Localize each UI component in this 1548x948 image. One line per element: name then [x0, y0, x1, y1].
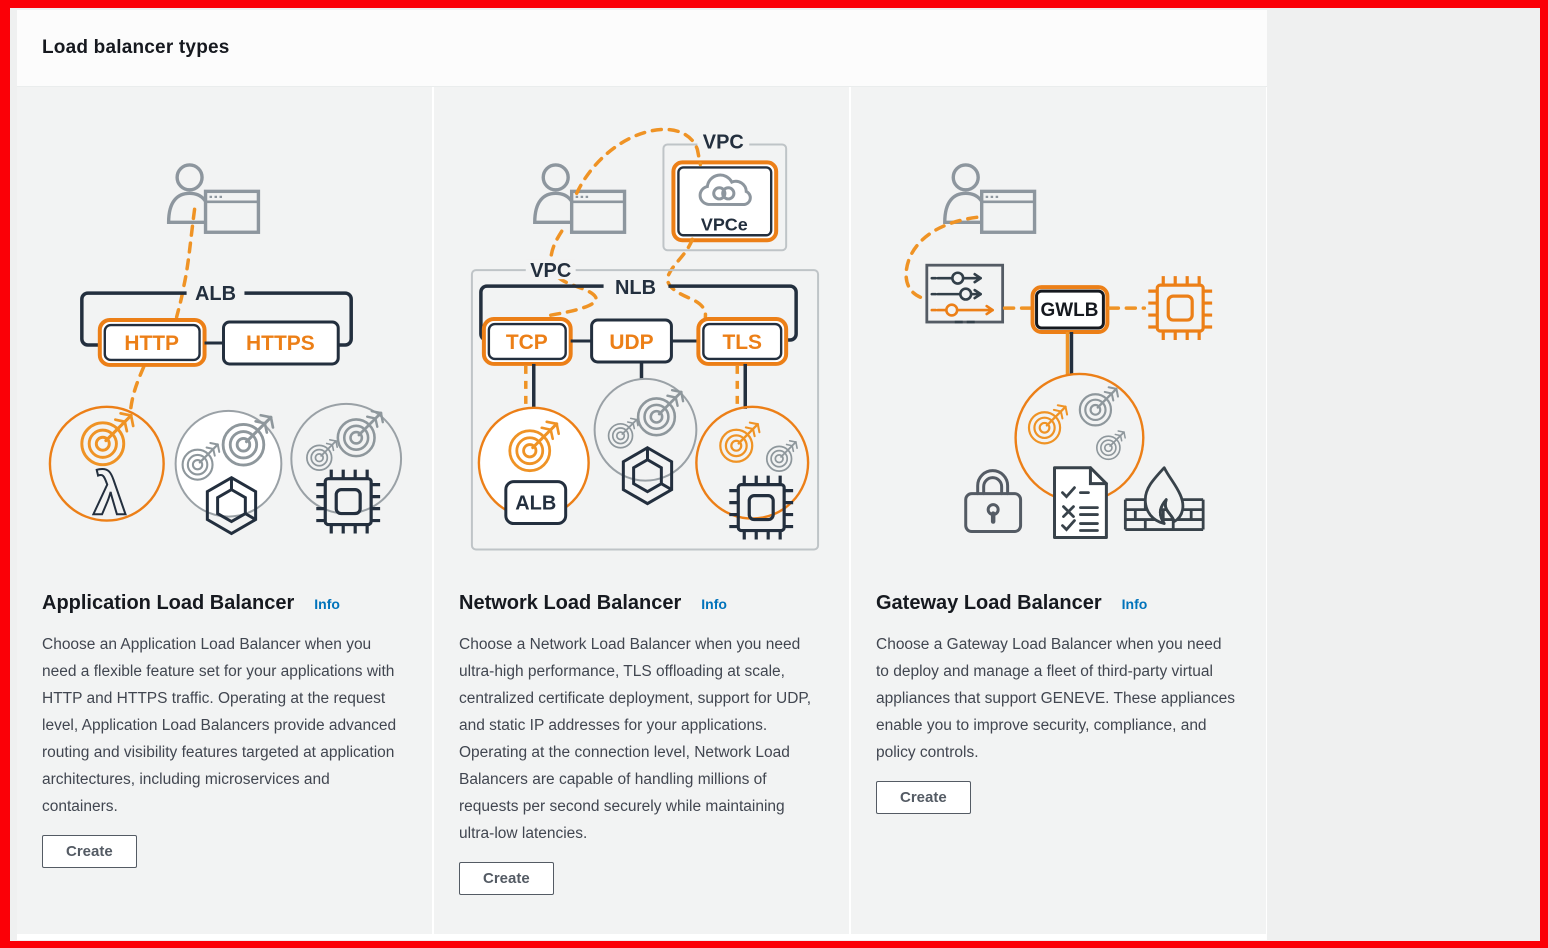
flow-user-to-routing: [904, 215, 979, 300]
vpc-top-label: VPC: [703, 131, 744, 153]
alb-target-label: ALB: [515, 493, 556, 515]
card-network-load-balancer: VPC VPCe VPC: [434, 87, 849, 934]
lock-icon: [966, 471, 1021, 532]
card-gateway-load-balancer: GWLB: [851, 87, 1266, 934]
gwlb-diagram: GWLB: [851, 87, 1266, 592]
container-target-group: [593, 377, 698, 482]
target-icon: [1078, 386, 1120, 427]
load-balancer-tiles: ALB HTTP HTTPS λ: [17, 87, 1267, 940]
create-alb-button[interactable]: Create: [42, 835, 137, 868]
vpc-bottom-label: VPC: [530, 260, 571, 282]
target-icon: [1027, 404, 1069, 445]
card-application-load-balancer: ALB HTTP HTTPS λ: [17, 87, 432, 934]
alb-bracket-left: [80, 291, 187, 347]
nlb-bracket-right: [668, 284, 798, 342]
load-balancer-types-panel: Load balancer types ALB H: [17, 10, 1267, 940]
alb-bracket-right: [244, 291, 353, 347]
alb-target-box: [504, 480, 568, 526]
tls-listener-box: [696, 317, 789, 366]
chip-icon: [727, 474, 795, 542]
https-listener-box: [222, 320, 340, 366]
user-browser-icon: [166, 163, 261, 234]
container-icon: [621, 446, 674, 506]
info-link[interactable]: Info: [314, 596, 340, 612]
udp-listener-box: [590, 318, 673, 364]
sliders-icon: [925, 263, 1005, 324]
lambda-target-group: [48, 405, 165, 522]
vpce-label: VPCe: [701, 214, 748, 234]
target-icon: [607, 417, 639, 449]
card-title: Network Load Balancer: [459, 592, 682, 614]
firewall-icon: [1123, 466, 1205, 531]
nlb-group-label: NLB: [615, 277, 656, 299]
target-icon: [305, 438, 339, 472]
checklist-icon: [1053, 466, 1108, 540]
card-description: Choose a Network Load Balancer when you …: [459, 636, 812, 842]
create-gwlb-button[interactable]: Create: [876, 781, 971, 814]
gwlb-label: GWLB: [1041, 300, 1099, 321]
card-description: Choose an Application Load Balancer when…: [42, 636, 397, 815]
panel-header: Load balancer types: [17, 10, 1267, 87]
tls-label: TLS: [722, 331, 762, 354]
http-label: HTTP: [124, 332, 179, 355]
https-label: HTTPS: [246, 332, 315, 355]
vpce-box: [671, 160, 779, 243]
card-title: Application Load Balancer: [42, 592, 295, 614]
chip-icon: [314, 468, 382, 536]
info-link[interactable]: Info: [1121, 596, 1148, 612]
appliance-chip-icon: [1146, 274, 1214, 342]
flow-user-to-vpce: [574, 127, 703, 196]
target-icon: [765, 439, 799, 473]
user-browser-icon: [533, 163, 627, 234]
target-icon: [636, 388, 685, 437]
lambda-icon: λ: [93, 461, 126, 528]
flow-user-to-http: [174, 207, 197, 319]
vpc-bottom-box: [470, 269, 820, 551]
target-icon: [1095, 430, 1127, 461]
target-icon: [80, 411, 135, 467]
udp-label: UDP: [609, 331, 653, 354]
target-icon: [336, 409, 385, 458]
page-title: Load balancer types: [42, 37, 230, 58]
alb-group-label: ALB: [195, 283, 236, 305]
flow-vpce-to-tls: [665, 237, 708, 319]
create-nlb-button[interactable]: Create: [459, 862, 554, 895]
alb-diagram: ALB HTTP HTTPS λ: [17, 87, 432, 592]
info-link[interactable]: Info: [701, 596, 727, 612]
card-description: Choose a Gateway Load Balancer when you …: [876, 636, 1236, 761]
card-title: Gateway Load Balancer: [876, 592, 1102, 614]
flow-http-to-lambda: [128, 365, 146, 411]
target-icon: [719, 421, 761, 463]
nlb-diagram: VPC VPCe VPC: [434, 87, 849, 592]
tcp-listener-box: [481, 317, 573, 366]
tcp-label: TCP: [506, 331, 548, 354]
